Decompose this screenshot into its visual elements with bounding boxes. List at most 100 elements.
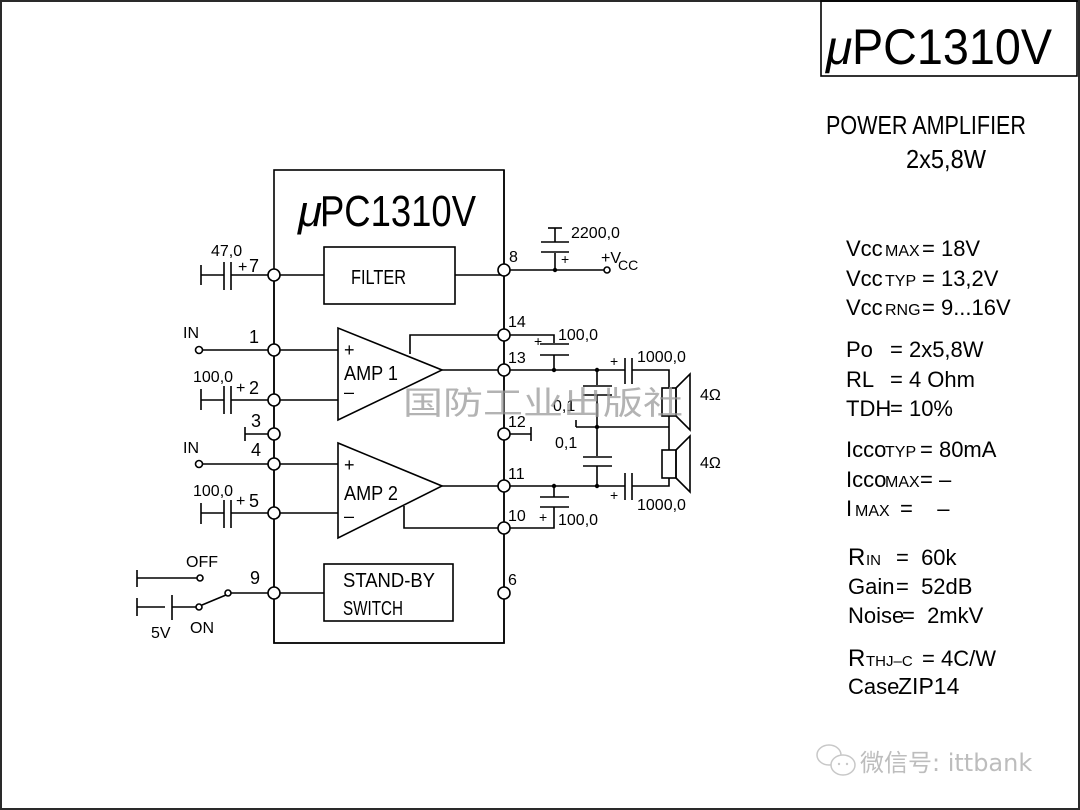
chip-label: PC1310V [320, 187, 477, 236]
amp2-plus: + [344, 455, 355, 475]
spec-case: Case ZIP14 [848, 673, 960, 699]
input-2-terminal[interactable] [194, 459, 204, 469]
input-1-label: IN [183, 325, 199, 342]
speaker-2-coil [661, 449, 677, 479]
cap-1000-out2-label: 1000,0 [637, 497, 686, 514]
pin-3-label: 3 [251, 411, 261, 431]
pin-9-label: 9 [250, 568, 260, 588]
svg-text:ZIP14: ZIP14 [898, 673, 960, 699]
svg-text:R: R [848, 645, 865, 672]
spec-imax: I MAX = – [846, 496, 950, 521]
amp2-label: AMP 2 [344, 483, 398, 505]
svg-text:= 10%: = 10% [890, 396, 953, 421]
switch-on-contact[interactable] [195, 603, 203, 611]
svg-text:CC: CC [618, 257, 638, 273]
svg-text:= 18V: = 18V [922, 236, 980, 261]
switch-off-contact[interactable] [196, 574, 204, 582]
cap-01a-label: 0,1 [553, 398, 575, 415]
svg-text:RL: RL [846, 367, 874, 392]
vcc-terminal[interactable] [603, 266, 611, 274]
svg-text:Vcc: Vcc [846, 266, 883, 291]
battery-5v-label: 5V [151, 625, 171, 642]
pin-6[interactable] [497, 586, 511, 600]
title-box [820, 0, 1078, 77]
amp2-triangle [337, 441, 444, 540]
svg-text:= 13,2V: = 13,2V [922, 266, 999, 291]
spec-vcc-rng: Vcc RNG = 9...16V [846, 295, 1011, 320]
pin-5[interactable] [267, 506, 281, 520]
svg-text:THJ–C: THJ–C [866, 653, 913, 670]
svg-text:= 4 Ohm: = 4 Ohm [890, 367, 975, 392]
pin-6-label: 6 [508, 572, 517, 589]
spec-list: Vcc MAX = 18V Vcc TYP = 13,2V Vcc RNG = … [846, 236, 1011, 699]
pin-10[interactable] [497, 521, 511, 535]
spec-rin: R IN = 60k [848, 544, 958, 571]
input-1-terminal[interactable] [194, 345, 204, 355]
standby-label-2: SWITCH [343, 598, 403, 620]
svg-text:Case: Case [848, 674, 899, 699]
title-mu: μ [824, 22, 852, 75]
pin-5-label: 5 [249, 491, 259, 511]
pins: 7 1 2 3 4 5 9 8 14 13 12 11 10 6 [249, 249, 526, 600]
spec-rthj: R THJ–C = 4C/W [848, 645, 996, 672]
cap-100-pin10-label: 100,0 [558, 512, 598, 529]
pin-4[interactable] [267, 457, 281, 471]
svg-text:= 9...16V: = 9...16V [922, 295, 1011, 320]
svg-text:+: + [236, 380, 245, 397]
pin-2[interactable] [267, 393, 281, 407]
amp1-plus: + [344, 340, 355, 360]
switch-on-label: ON [190, 620, 214, 637]
amp1-label: AMP 1 [344, 363, 398, 385]
svg-text:Po: Po [846, 337, 873, 362]
wechat-watermark: 微信号: ittbank [816, 744, 1032, 777]
pin-14[interactable] [497, 328, 511, 342]
svg-text:RNG: RNG [885, 302, 921, 319]
svg-text:+: + [561, 251, 569, 267]
amp1-minus: – [344, 382, 354, 402]
svg-text:Vcc: Vcc [846, 236, 883, 261]
pin-12-label: 12 [508, 414, 526, 431]
publisher-watermark: 国防工业出版社 [403, 384, 683, 422]
svg-text:Icco: Icco [846, 437, 886, 462]
title-part: PC1310V [852, 19, 1053, 75]
pin-1-label: 1 [249, 327, 259, 347]
pin-4-label: 4 [251, 440, 261, 460]
pin-1[interactable] [267, 343, 281, 357]
cap-47-label: 47,0 [211, 243, 242, 260]
svg-text:+: + [238, 259, 247, 276]
switch-off-label: OFF [186, 554, 218, 571]
pin-9[interactable] [267, 586, 281, 600]
standby-label-1: STAND-BY [343, 570, 435, 592]
switch-lever[interactable] [201, 594, 227, 606]
spec-icco-typ: Icco TYP = 80mA [846, 437, 997, 462]
pin-13[interactable] [497, 363, 511, 377]
pin-12[interactable] [497, 427, 511, 441]
pin-2-label: 2 [249, 378, 259, 398]
pin-8[interactable] [497, 263, 511, 277]
subtitle-line2: 2x5,8W [906, 144, 986, 174]
svg-text:= 2mkV: = 2mkV [902, 603, 984, 628]
svg-text:MAX: MAX [885, 243, 920, 260]
pin-7-label: 7 [249, 256, 259, 276]
spec-po: Po = 2x5,8W [846, 337, 984, 362]
pin-11[interactable] [497, 479, 511, 493]
speaker-2-icon [675, 434, 691, 494]
pin-10-label: 10 [508, 508, 526, 525]
pin-14-label: 14 [508, 314, 526, 331]
subtitle-line1: POWER AMPLIFIER [826, 110, 1026, 140]
svg-text:Icco: Icco [846, 467, 886, 492]
spec-vcc-typ: Vcc TYP = 13,2V [846, 266, 999, 291]
right-external: 2200,0 + +V CC 100,0 + 1000,0 + 0,1 [504, 225, 721, 529]
speaker-1-impedance: 4Ω [700, 387, 721, 404]
svg-text:+: + [610, 487, 618, 503]
cap-01b-label: 0,1 [555, 435, 577, 452]
cap-100-pin2-label: 100,0 [193, 369, 233, 386]
amp2-minus: – [344, 506, 354, 526]
cap-2200-label: 2200,0 [571, 225, 620, 242]
amp1-triangle [337, 326, 444, 422]
pin-7[interactable] [267, 268, 281, 282]
pin-3[interactable] [267, 427, 281, 441]
cap-100-pin14-label: 100,0 [558, 327, 598, 344]
